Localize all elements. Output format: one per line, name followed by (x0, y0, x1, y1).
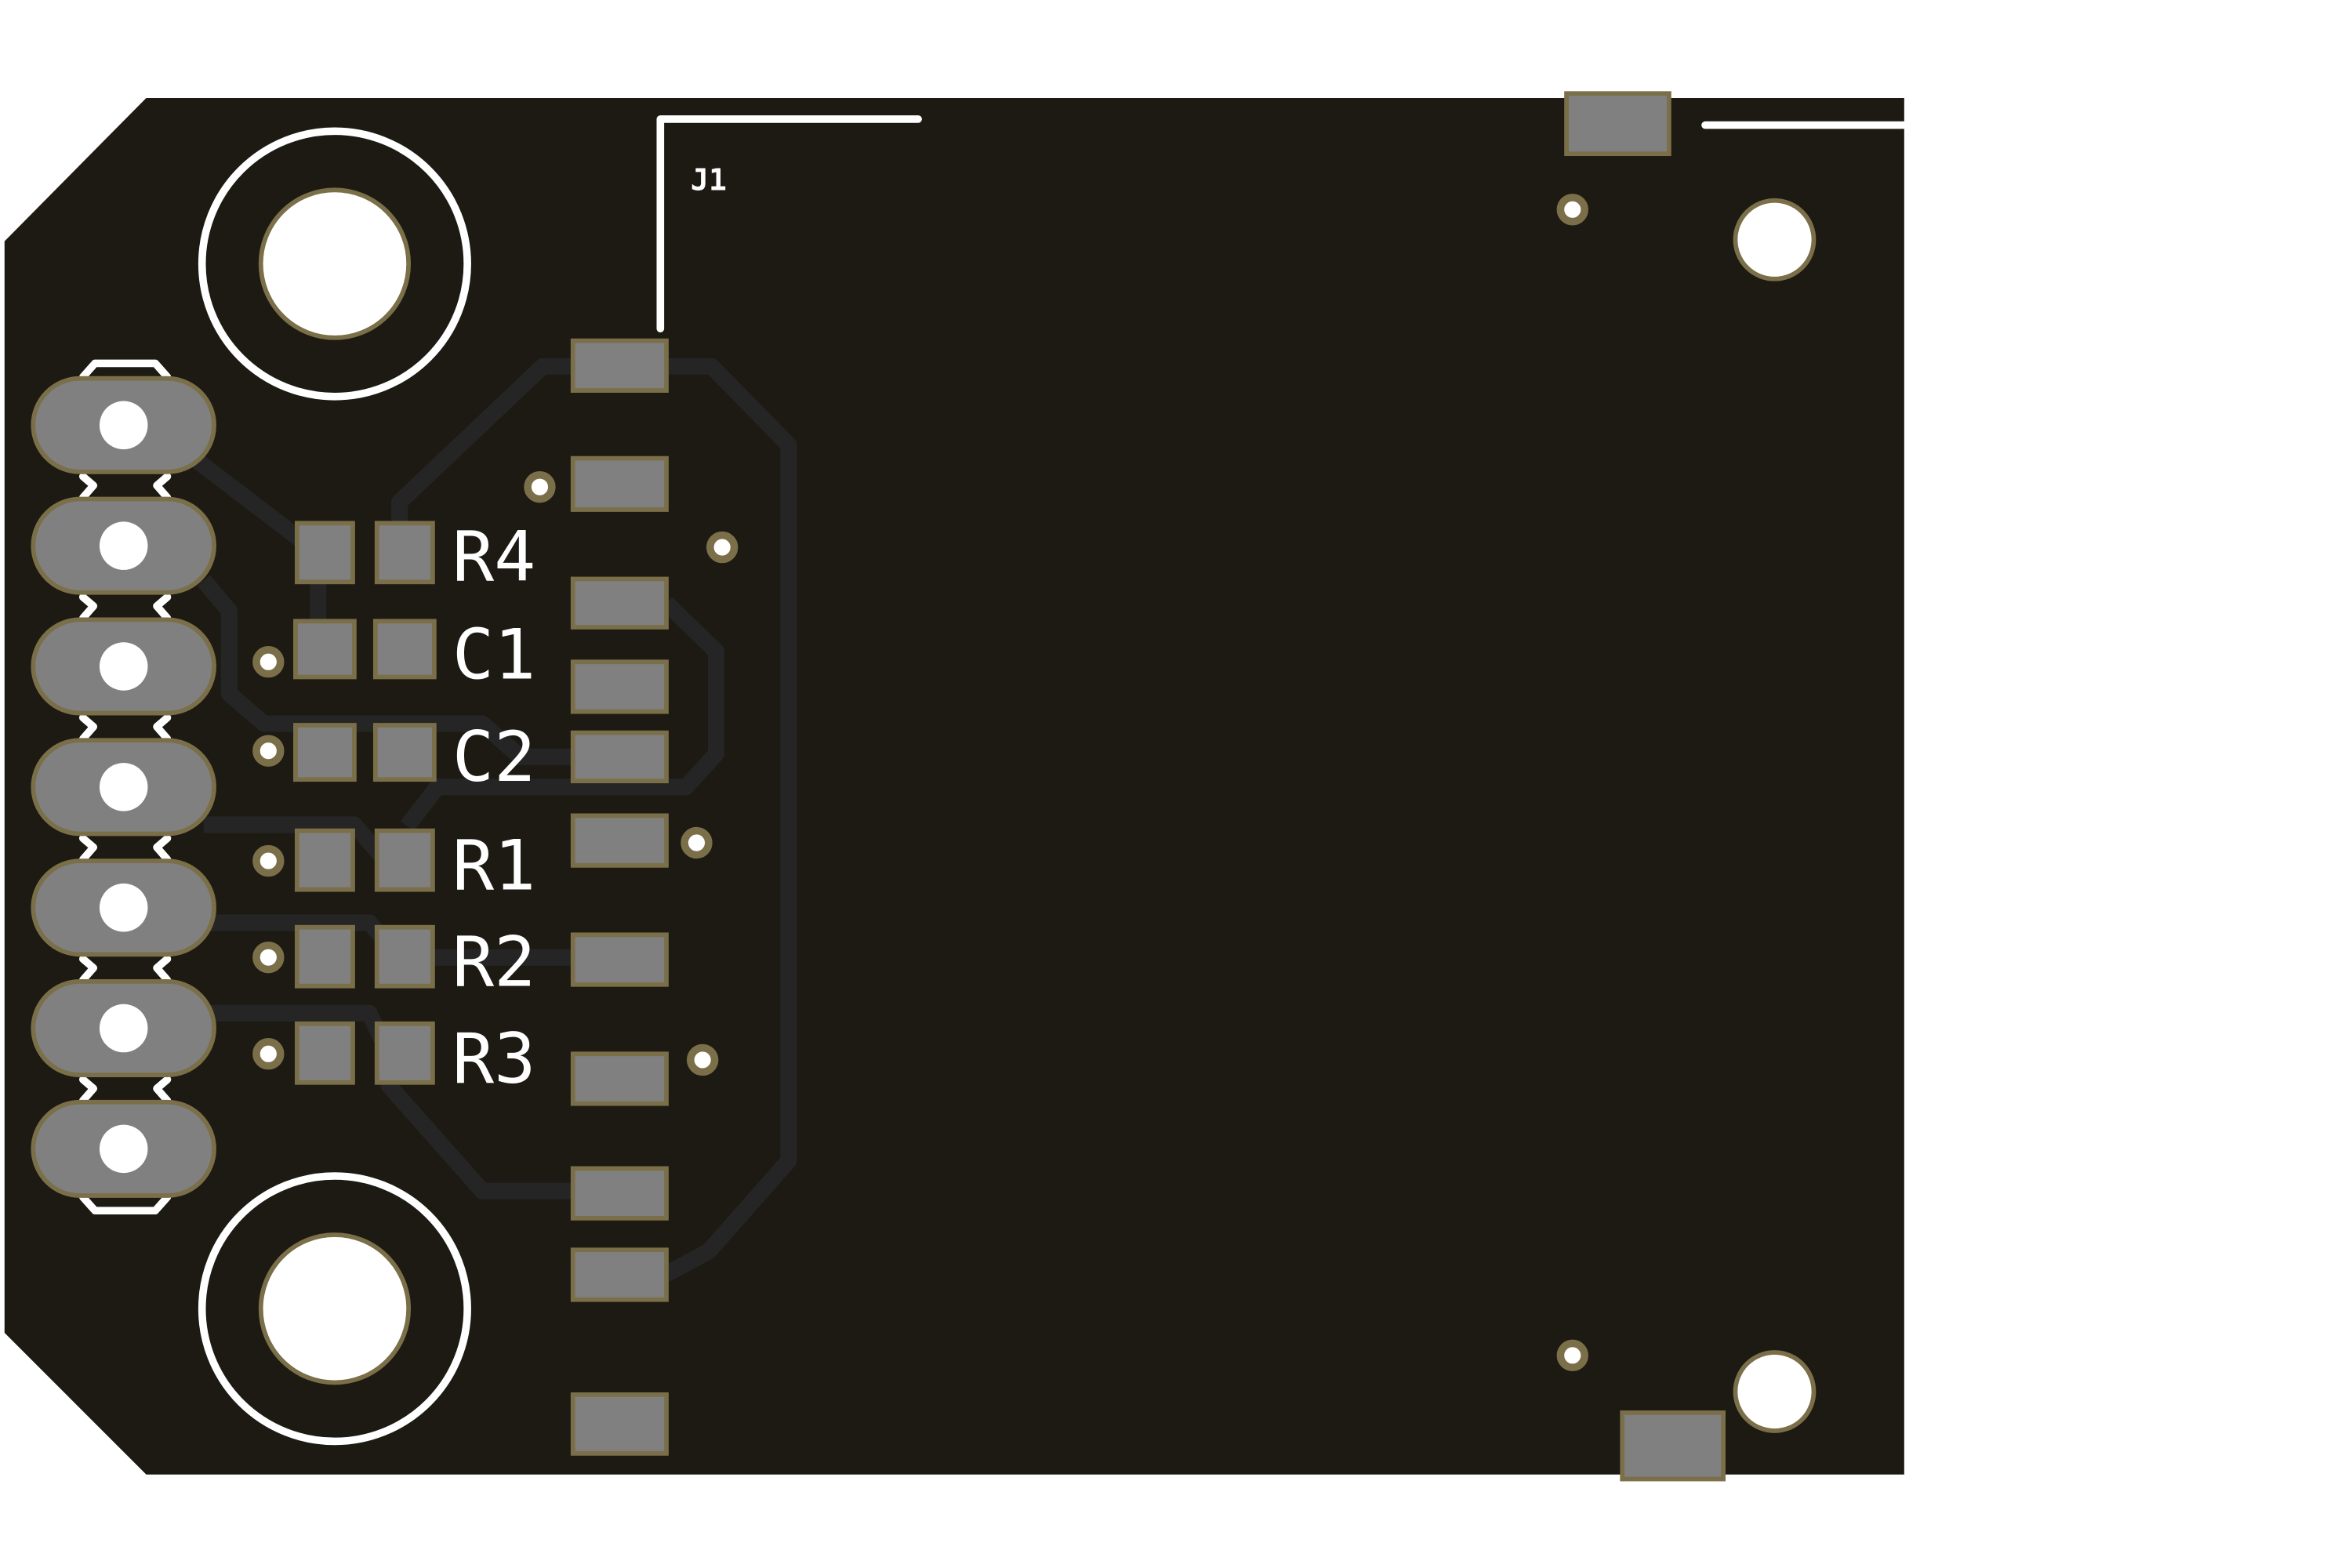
header-pin-3 (31, 617, 216, 716)
pcb-board (4, 98, 1904, 1475)
component-labels: R4 C1 C2 R1 R2 R3 (452, 516, 536, 1098)
header-pin-2 (31, 496, 216, 595)
label-c1: C1 (452, 614, 536, 695)
label-c2: C2 (452, 717, 536, 797)
label-r2: R2 (452, 922, 536, 1003)
component-pads (293, 521, 437, 1085)
connector-j1: J1 (570, 91, 1908, 1482)
header-pin-1 (31, 376, 216, 474)
label-r4: R4 (452, 516, 536, 597)
header-pin-7 (31, 1099, 216, 1198)
label-r3: R3 (452, 1018, 536, 1099)
mounting-hole-top (198, 127, 471, 401)
header-pins (31, 376, 216, 1198)
header-pin-4 (31, 738, 216, 837)
label-j1: J1 (691, 162, 727, 198)
mounting-hole-bottom (198, 1172, 471, 1446)
label-r1: R1 (452, 826, 536, 906)
header-silkscreen (78, 359, 172, 1215)
header-pin-5 (31, 858, 216, 957)
vias (252, 194, 1588, 1372)
header-pin-6 (31, 979, 216, 1078)
